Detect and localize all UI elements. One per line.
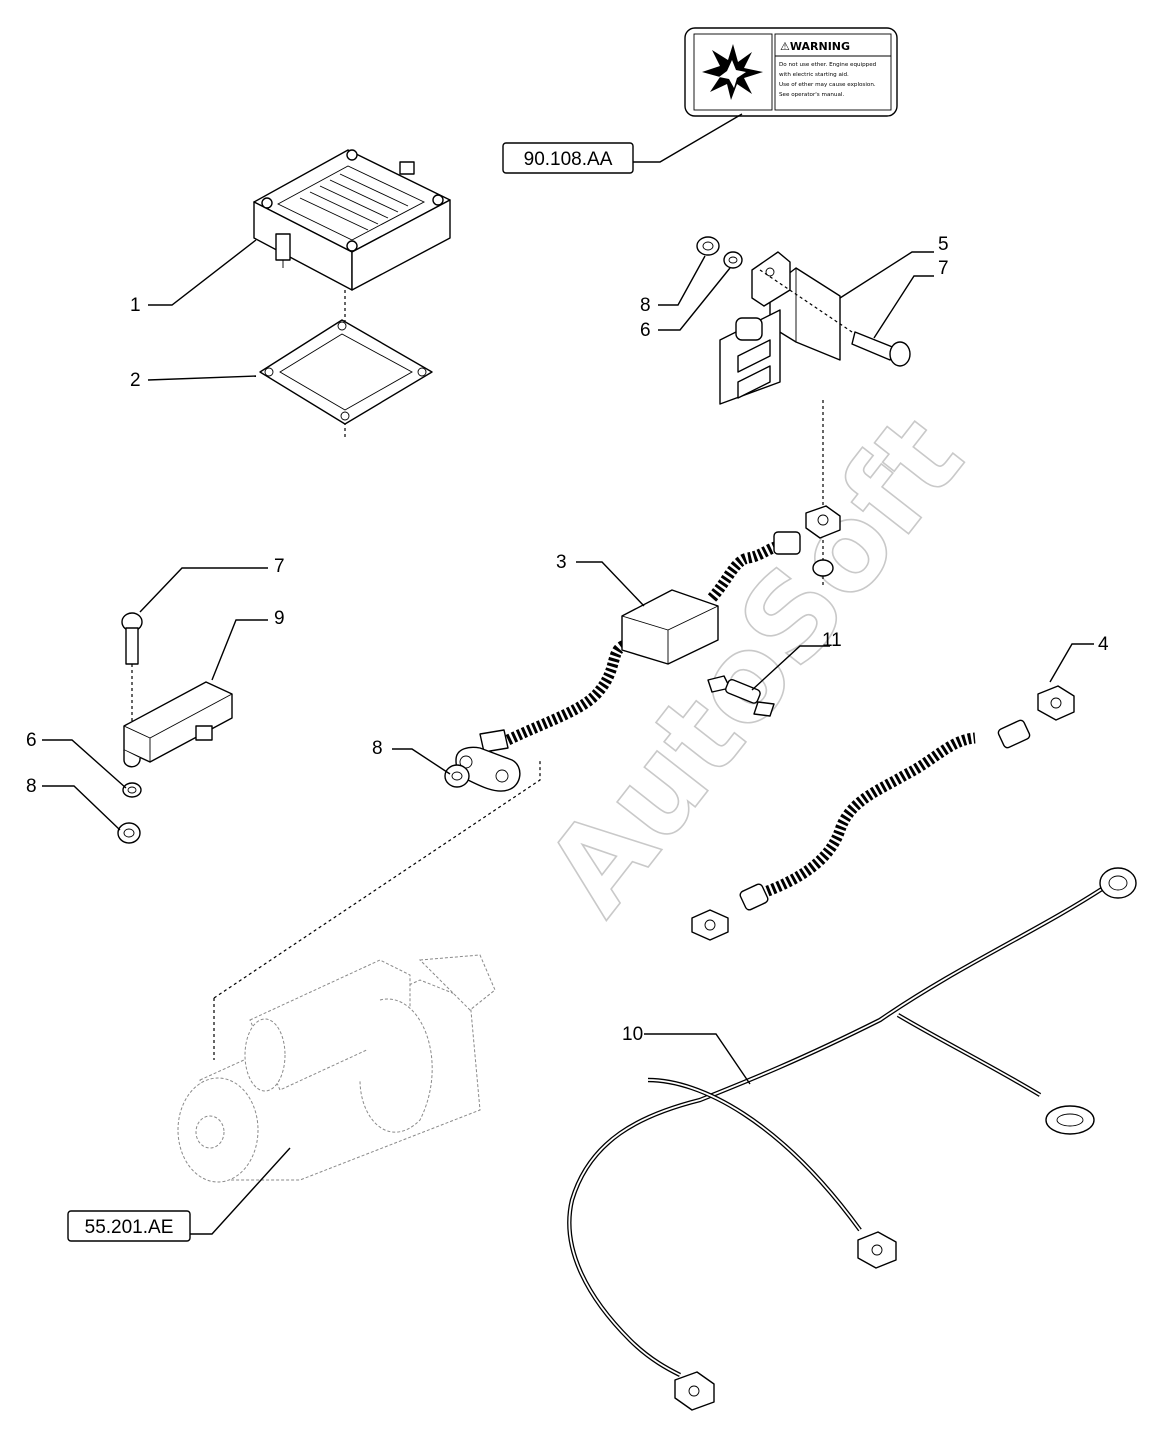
callout-7-top: 7 xyxy=(938,258,949,279)
ref-90-108-aa-label: 90.108.AA xyxy=(524,149,613,170)
callout-4: 4 xyxy=(1098,634,1109,655)
leader-55-201-ae xyxy=(190,1147,291,1235)
part-3-cable-relay xyxy=(455,505,841,792)
warning-line-3: Use of ether may cause explosion. xyxy=(779,82,876,88)
warning-line-1: Do not use ether. Engine equipped xyxy=(779,62,877,68)
callout-numbers: 1 2 3 4 5 7 8 6 7 9 6 8 8 11 10 xyxy=(26,234,1109,1045)
part-8-nut-middle xyxy=(444,764,470,788)
part-7-bolt-left xyxy=(121,612,143,665)
callout-9: 9 xyxy=(274,608,285,629)
callout-leaders xyxy=(42,239,1094,1085)
part-7-bolt-top xyxy=(759,269,911,367)
callout-6-left: 6 xyxy=(26,730,37,751)
ref-box-90-108-aa[interactable]: 90.108.AA xyxy=(502,142,634,174)
warning-title: ⚠WARNING xyxy=(780,40,850,53)
ref-55-201-ae-label: 55.201.AE xyxy=(85,1217,174,1238)
part-10-harness xyxy=(567,867,1137,1411)
warning-line-4: See operator's manual. xyxy=(779,92,844,98)
warning-line-2: with electric starting aid. xyxy=(779,72,849,78)
callout-5: 5 xyxy=(938,234,949,255)
part-nut-cable-3 xyxy=(812,559,834,577)
callout-8-middle: 8 xyxy=(372,738,383,759)
ref-box-55-201-ae[interactable]: 55.201.AE xyxy=(67,1210,191,1242)
callout-10: 10 xyxy=(622,1024,643,1045)
part-8-nut-left xyxy=(117,822,141,844)
callout-8-top: 8 xyxy=(640,295,651,316)
callout-11: 11 xyxy=(822,630,842,651)
warning-decal: ⚠WARNING Do not use ether. Engine equipp… xyxy=(684,27,898,117)
callout-7-left: 7 xyxy=(274,556,285,577)
leader-90-108-aa xyxy=(633,113,743,163)
starter-motor xyxy=(177,760,541,1183)
explosion-icon xyxy=(702,44,763,100)
callout-8-left: 8 xyxy=(26,776,37,797)
part-5-relay xyxy=(719,251,841,510)
watermark-text: AutoSoft xyxy=(519,391,989,938)
part-8-nut-top xyxy=(696,236,720,256)
part-4-ground-strap xyxy=(691,685,1075,941)
warning-decal-outline xyxy=(684,27,898,117)
ref-box-55-201-ae-frame xyxy=(67,1210,191,1242)
warning-decal-picture-frame xyxy=(693,33,773,111)
part-2-gasket xyxy=(259,319,433,425)
part-1-control-box xyxy=(253,149,451,291)
callout-1: 1 xyxy=(130,295,141,316)
callout-3: 3 xyxy=(556,552,567,573)
part-6-washer-top xyxy=(723,251,743,269)
part-11-fuse xyxy=(707,675,775,717)
part-6-washer-left xyxy=(122,782,142,798)
ref-box-90-108-aa-frame xyxy=(502,142,634,174)
watermark: AutoSoft xyxy=(519,390,990,939)
callout-6-top: 6 xyxy=(640,320,651,341)
part-9-module xyxy=(123,681,233,768)
warning-decal-text-frame xyxy=(774,33,892,111)
callout-2: 2 xyxy=(130,370,141,391)
